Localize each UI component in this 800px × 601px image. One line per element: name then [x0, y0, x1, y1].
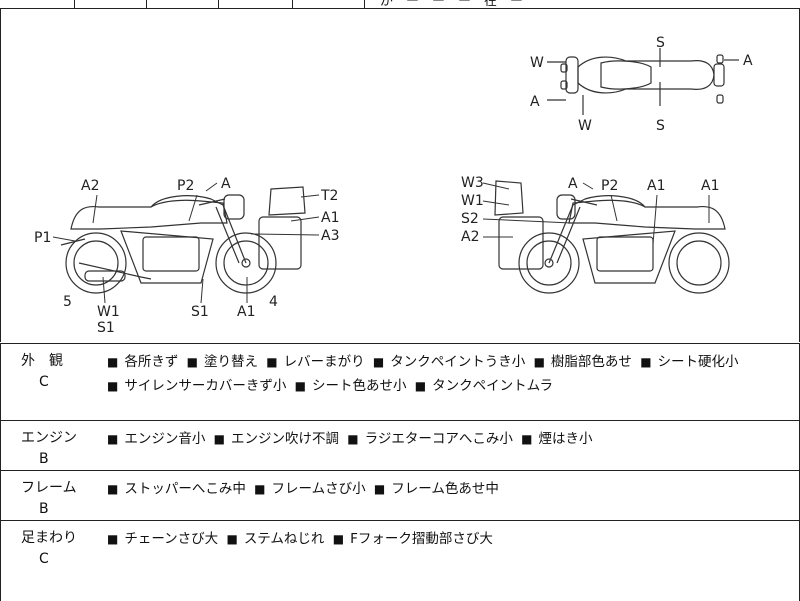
square-bullet-icon: ■ — [294, 379, 306, 393]
section-items: ■各所きず ■塗り替え ■レバーまがり ■タンクペイントうき小 ■樹脂部色あせ … — [107, 350, 792, 398]
strip-divider — [146, 0, 147, 8]
right-side-label: S2 — [461, 211, 479, 227]
condition-item: ■ストッパーへこみ中 — [107, 481, 246, 497]
section-label: エンジン — [21, 430, 77, 446]
condition-item: ■フレーム色あせ中 — [373, 481, 499, 497]
square-bullet-icon: ■ — [414, 379, 427, 393]
right-side-label: P2 — [601, 178, 618, 194]
section-items: ■ストッパーへこみ中 ■フレームさび小 ■フレーム色あせ中 — [107, 477, 792, 501]
left-side-label: A2 — [81, 178, 99, 194]
section-label: 足まわり — [21, 530, 77, 546]
top-view-label: S — [656, 35, 665, 51]
condition-item: ■Fフォーク摺動部さび大 — [332, 531, 493, 547]
damage-diagram-panel: W A W S S A — [0, 9, 800, 342]
square-bullet-icon: ■ — [254, 482, 266, 496]
square-bullet-icon: ■ — [347, 432, 359, 446]
strip-divider — [74, 0, 75, 8]
section-label: フレーム — [21, 480, 77, 496]
right-side-label: A — [568, 176, 578, 192]
left-side-label: 5 — [63, 294, 72, 310]
left-side-label: 4 — [269, 294, 278, 310]
left-side-label: S1 — [97, 320, 115, 336]
top-view-label: A — [743, 53, 753, 69]
square-bullet-icon: ■ — [533, 355, 545, 369]
square-bullet-icon: ■ — [226, 532, 238, 546]
top-view-label: S — [656, 118, 665, 134]
top-view-label: W — [530, 55, 544, 71]
left-side-label: P2 — [177, 178, 194, 194]
left-side-label: S1 — [191, 304, 209, 320]
section-suspension: 足まわり C ■チェーンさび大 ■ステムねじれ ■Fフォーク摺動部さび大 — [0, 520, 800, 601]
condition-item: ■塗り替え — [186, 354, 258, 370]
condition-item: ■エンジン音小 — [107, 431, 206, 447]
left-side-label: P1 — [34, 230, 51, 246]
square-bullet-icon: ■ — [373, 482, 386, 496]
section-grade: C — [39, 374, 49, 390]
condition-item: ■チェーンさび大 — [107, 531, 219, 547]
right-side-label: A1 — [647, 178, 665, 194]
left-side-label: W1 — [97, 304, 120, 320]
square-bullet-icon: ■ — [332, 532, 345, 546]
section-exterior: 外 観 C ■各所きず ■塗り替え ■レバーまがり ■タンクペイントうき小 ■樹… — [0, 343, 800, 421]
right-side-motorcycle — [494, 180, 730, 294]
condition-item: ■シート硬化小 — [640, 354, 739, 370]
section-engine: エンジン B ■エンジン音小 ■エンジン吹け不調 ■ラジエターコアへこみ小 ■煙… — [0, 420, 800, 471]
top-table-strip: が ー ー ー 在 ー — [0, 0, 800, 9]
right-side-label: W1 — [461, 193, 484, 209]
condition-item: ■サイレンサーカバーきず小 — [107, 378, 287, 394]
square-bullet-icon: ■ — [372, 355, 385, 369]
condition-item: ■タンクペイントムラ — [414, 378, 553, 394]
strip-divider — [364, 0, 365, 8]
label-leader-lines — [52, 182, 710, 304]
square-bullet-icon: ■ — [107, 355, 119, 369]
square-bullet-icon: ■ — [640, 355, 652, 369]
condition-item: ■レバーまがり — [266, 354, 365, 370]
strip-divider — [218, 0, 219, 8]
motorcycle-diagram: W A W S S A — [34, 35, 753, 336]
square-bullet-icon: ■ — [213, 432, 225, 446]
condition-item: ■ステムねじれ — [226, 531, 325, 547]
condition-item: ■エンジン吹け不調 — [213, 431, 339, 447]
square-bullet-icon: ■ — [107, 532, 119, 546]
cut-header-text: が ー ー ー 在 ー — [380, 0, 524, 9]
condition-item: ■樹脂部色あせ — [533, 354, 632, 370]
top-view-label: A — [530, 94, 540, 110]
left-side-motorcycle — [60, 186, 306, 294]
left-side-label: A — [221, 176, 231, 192]
section-items: ■エンジン音小 ■エンジン吹け不調 ■ラジエターコアへこみ小 ■煙はき小 — [107, 427, 792, 451]
section-grade: C — [39, 551, 49, 567]
condition-item: ■各所きず — [107, 354, 179, 370]
right-side-label: A2 — [461, 229, 479, 245]
condition-item: ■フレームさび小 — [254, 481, 366, 497]
square-bullet-icon: ■ — [107, 432, 119, 446]
square-bullet-icon: ■ — [107, 379, 119, 393]
left-side-label: A1 — [237, 304, 255, 320]
section-frame: フレーム B ■ストッパーへこみ中 ■フレームさび小 ■フレーム色あせ中 — [0, 470, 800, 521]
top-view-motorcycle — [547, 48, 739, 115]
condition-item: ■タンクペイントうき小 — [372, 354, 526, 370]
section-grade: B — [39, 501, 49, 517]
condition-item: ■ラジエターコアへこみ小 — [347, 431, 513, 447]
left-side-label: A3 — [321, 228, 339, 244]
condition-item: ■シート色あせ小 — [294, 378, 407, 394]
top-view-label: W — [578, 118, 592, 134]
condition-item: ■煙はき小 — [521, 431, 593, 447]
section-label: 外 観 — [21, 353, 63, 369]
left-side-label: A1 — [321, 210, 339, 226]
strip-divider — [292, 0, 293, 8]
section-grade: B — [39, 451, 49, 467]
right-side-label: A1 — [701, 178, 719, 194]
square-bullet-icon: ■ — [521, 432, 533, 446]
section-items: ■チェーンさび大 ■ステムねじれ ■Fフォーク摺動部さび大 — [107, 527, 792, 551]
right-side-label: W3 — [461, 175, 484, 191]
left-side-label: T2 — [320, 188, 338, 204]
square-bullet-icon: ■ — [186, 355, 198, 369]
square-bullet-icon: ■ — [266, 355, 278, 369]
square-bullet-icon: ■ — [107, 482, 119, 496]
